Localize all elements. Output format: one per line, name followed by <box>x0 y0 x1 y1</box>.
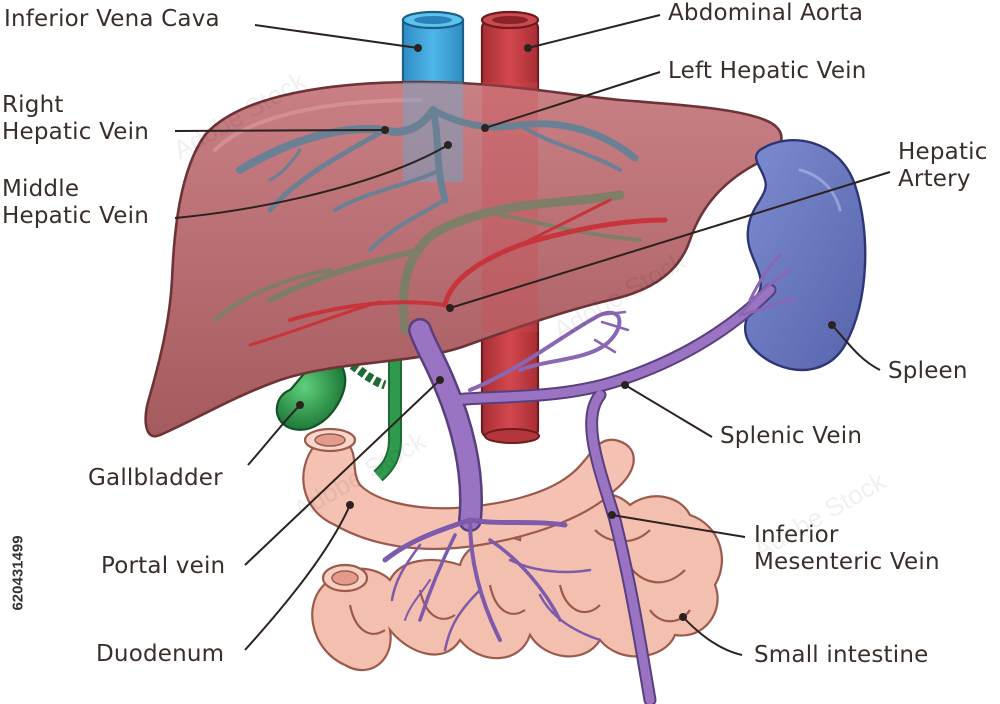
label-splenic-vein: Splenic Vein <box>720 423 863 449</box>
label-right-hepatic-vein: Right Hepatic Vein <box>2 92 149 145</box>
label-inferior-mesenteric-vein: Inferior Mesenteric Vein <box>754 522 940 575</box>
leader-lines <box>174 14 891 656</box>
stock-id: 620431499 <box>4 463 32 683</box>
stock-id-text: 620431499 <box>9 535 27 611</box>
label-spleen: Spleen <box>888 358 968 384</box>
hepatic-artery <box>248 198 668 347</box>
label-middle-hepatic-vein: Middle Hepatic Vein <box>2 176 149 229</box>
label-portal-vein: Portal vein <box>101 553 226 579</box>
label-hepatic-artery: Hepatic Artery <box>898 139 988 192</box>
portal-branches <box>213 190 642 335</box>
label-left-hepatic-vein: Left Hepatic Vein <box>668 58 867 84</box>
label-gallbladder: Gallbladder <box>88 465 223 491</box>
liver <box>144 80 783 438</box>
portal-venous-system <box>382 253 797 704</box>
spleen <box>743 138 867 372</box>
label-inferior-vena-cava: Inferior Vena Cava <box>4 6 220 32</box>
label-small-intestine: Small intestine <box>754 642 929 668</box>
label-abdominal-aorta: Abdominal Aorta <box>668 0 864 26</box>
label-duodenum: Duodenum <box>96 641 225 667</box>
leader-dots <box>296 44 836 621</box>
